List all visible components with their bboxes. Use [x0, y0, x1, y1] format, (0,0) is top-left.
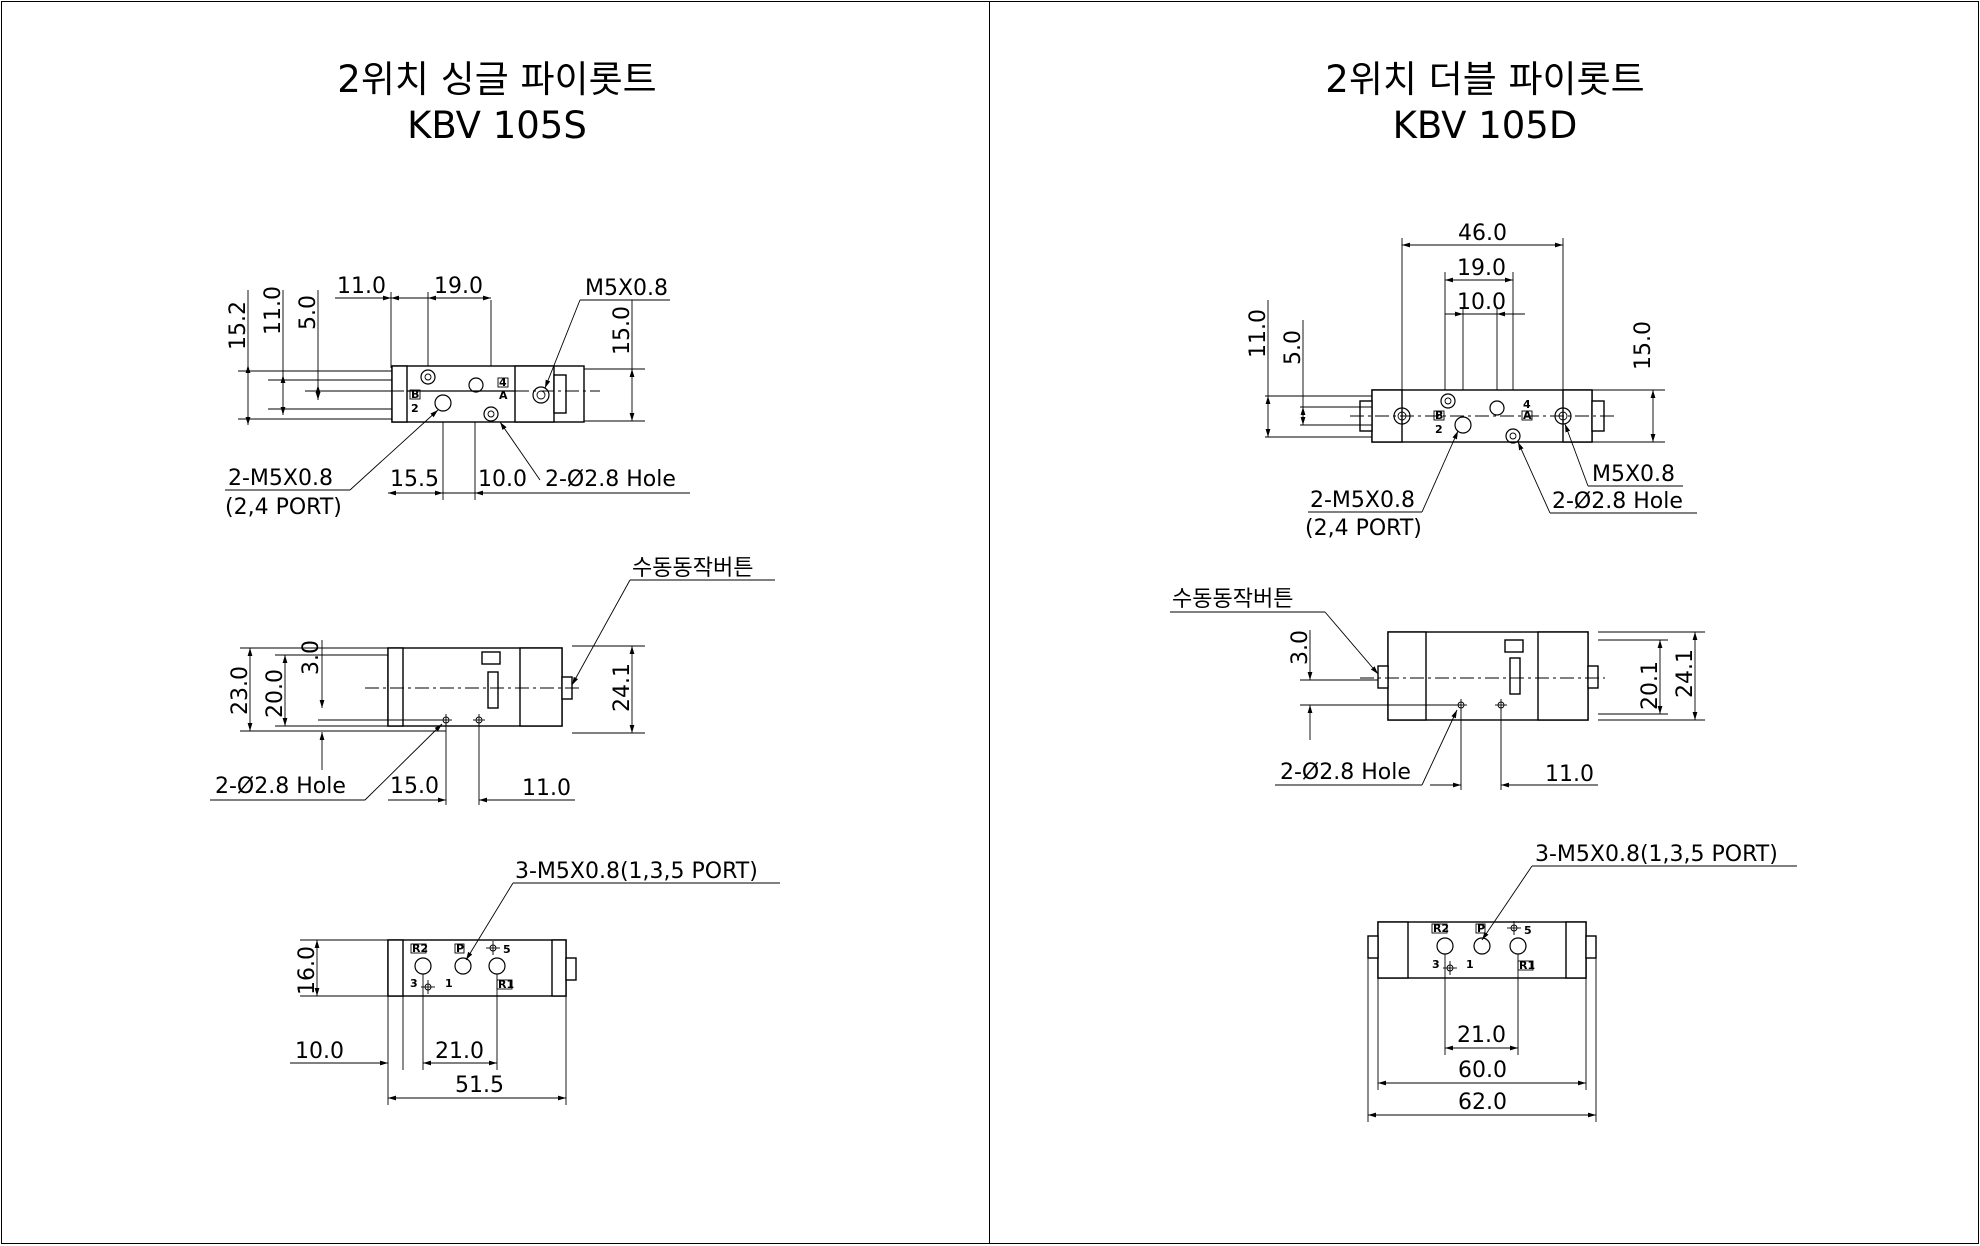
port-label: R1 — [1519, 959, 1535, 972]
port-label: R1 — [498, 978, 514, 991]
dim-text: 20.1 — [1638, 661, 1663, 710]
port-label: P — [456, 942, 464, 955]
port-label: 3 — [1432, 958, 1440, 971]
port-label: 4 — [1523, 398, 1531, 411]
callout-text: M5X0.8 — [585, 276, 668, 301]
callout-text: (2,4 PORT) — [1305, 516, 1422, 541]
port-label: 5 — [1524, 924, 1532, 937]
dim-text: 3.0 — [1288, 630, 1313, 665]
dim-text: 3.0 — [299, 640, 324, 675]
callout-text: 2-Ø2.8 Hole — [1552, 489, 1683, 514]
panel-single-pilot: 2위치 싱글 파이롯트 KBV 105S — [1, 1, 991, 1244]
port-label: 2 — [411, 402, 419, 415]
dim-text: 62.0 — [1458, 1090, 1507, 1115]
callout-text: 2-M5X0.8 — [1310, 488, 1415, 513]
dim-text: 11.0 — [337, 274, 386, 299]
callout-text: 수동동작버튼 — [632, 556, 753, 581]
port-label: A — [499, 389, 508, 402]
dim-text: 23.0 — [228, 666, 253, 715]
dim-text: 21.0 — [1457, 1023, 1506, 1048]
callout-text: 2-M5X0.8 — [228, 466, 333, 491]
dim-text: 20.0 — [263, 669, 288, 718]
left-top-view: 4 A B 2 15.2 11.0 5.0 15.0 11.0 19.0 M5X… — [225, 274, 690, 520]
dim-text: 11.0 — [1545, 762, 1594, 787]
right-top-view: 4 A B 2 46.0 19.0 10.0 11.0 5.0 15.0 M5X… — [1246, 221, 1697, 541]
port-label: 5 — [503, 943, 511, 956]
callout-text: 3-M5X0.8(1,3,5 PORT) — [1535, 842, 1778, 867]
right-bottom-view: R2 P 5 3 1 R1 3-M5X0.8(1,3,5 PORT) 21.0 … — [1367, 842, 1797, 1122]
port-label: 2 — [1435, 423, 1443, 436]
callout-text: (2,4 PORT) — [225, 495, 342, 520]
port-label: 3 — [410, 977, 418, 990]
callout-text: 2-Ø2.8 Hole — [545, 467, 676, 492]
dim-text: 21.0 — [435, 1039, 484, 1064]
right-side-view: 3.0 20.1 24.1 수동동작버튼 2-Ø2.8 Hole 11.0 — [1170, 587, 1705, 790]
dim-text: 60.0 — [1458, 1058, 1507, 1083]
callout-text: 2-Ø2.8 Hole — [215, 774, 346, 799]
dim-text: 15.5 — [390, 467, 439, 492]
callout-text: M5X0.8 — [1592, 462, 1675, 487]
port-label: R2 — [412, 942, 428, 955]
dim-text: 5.0 — [1281, 330, 1306, 365]
dim-text: 46.0 — [1458, 221, 1507, 246]
port-label: R2 — [1433, 922, 1449, 935]
title-line2: KBV 105D — [1392, 104, 1578, 147]
dim-text: 10.0 — [478, 467, 527, 492]
dim-text: 15.0 — [1631, 321, 1656, 370]
left-bottom-view: R2 P 5 3 1 R1 3-M5X0.8(1,3,5 PORT) 16.0 … — [290, 859, 780, 1105]
port-label: B — [1435, 409, 1443, 422]
left-side-view: 23.0 20.0 3.0 24.1 수동동작버튼 2-Ø2.8 Hole 15… — [210, 556, 775, 805]
dim-text: 24.1 — [1673, 649, 1698, 698]
dim-text: 19.0 — [1457, 256, 1506, 281]
port-label: 4 — [499, 376, 507, 389]
port-label: 1 — [1466, 958, 1474, 971]
dim-text: 24.1 — [610, 663, 635, 712]
dim-text: 16.0 — [295, 946, 320, 995]
dim-text: 15.0 — [610, 306, 635, 355]
dim-text: 11.0 — [261, 286, 286, 335]
dim-text: 15.0 — [390, 774, 439, 799]
dim-text: 51.5 — [455, 1073, 504, 1098]
dim-text: 10.0 — [1457, 290, 1506, 315]
panel-double-pilot: 2위치 더블 파이롯트 KBV 105D — [989, 1, 1979, 1244]
callout-text: 수동동작버튼 — [1172, 587, 1293, 612]
dim-text: 15.2 — [226, 301, 251, 350]
port-label: B — [411, 388, 419, 401]
dim-text: 11.0 — [1246, 309, 1271, 358]
callout-text: 2-Ø2.8 Hole — [1280, 760, 1411, 785]
dim-text: 10.0 — [295, 1039, 344, 1064]
title-line1: 2위치 싱글 파이롯트 — [337, 58, 657, 101]
dim-text: 11.0 — [522, 776, 571, 801]
title-line1: 2위치 더블 파이롯트 — [1325, 58, 1645, 101]
port-label: P — [1477, 922, 1485, 935]
port-label: A — [1523, 409, 1532, 422]
title-line2: KBV 105S — [407, 104, 587, 147]
port-label: 1 — [445, 977, 453, 990]
dim-text: 5.0 — [296, 295, 321, 330]
callout-text: 3-M5X0.8(1,3,5 PORT) — [515, 859, 758, 884]
dim-text: 19.0 — [434, 274, 483, 299]
